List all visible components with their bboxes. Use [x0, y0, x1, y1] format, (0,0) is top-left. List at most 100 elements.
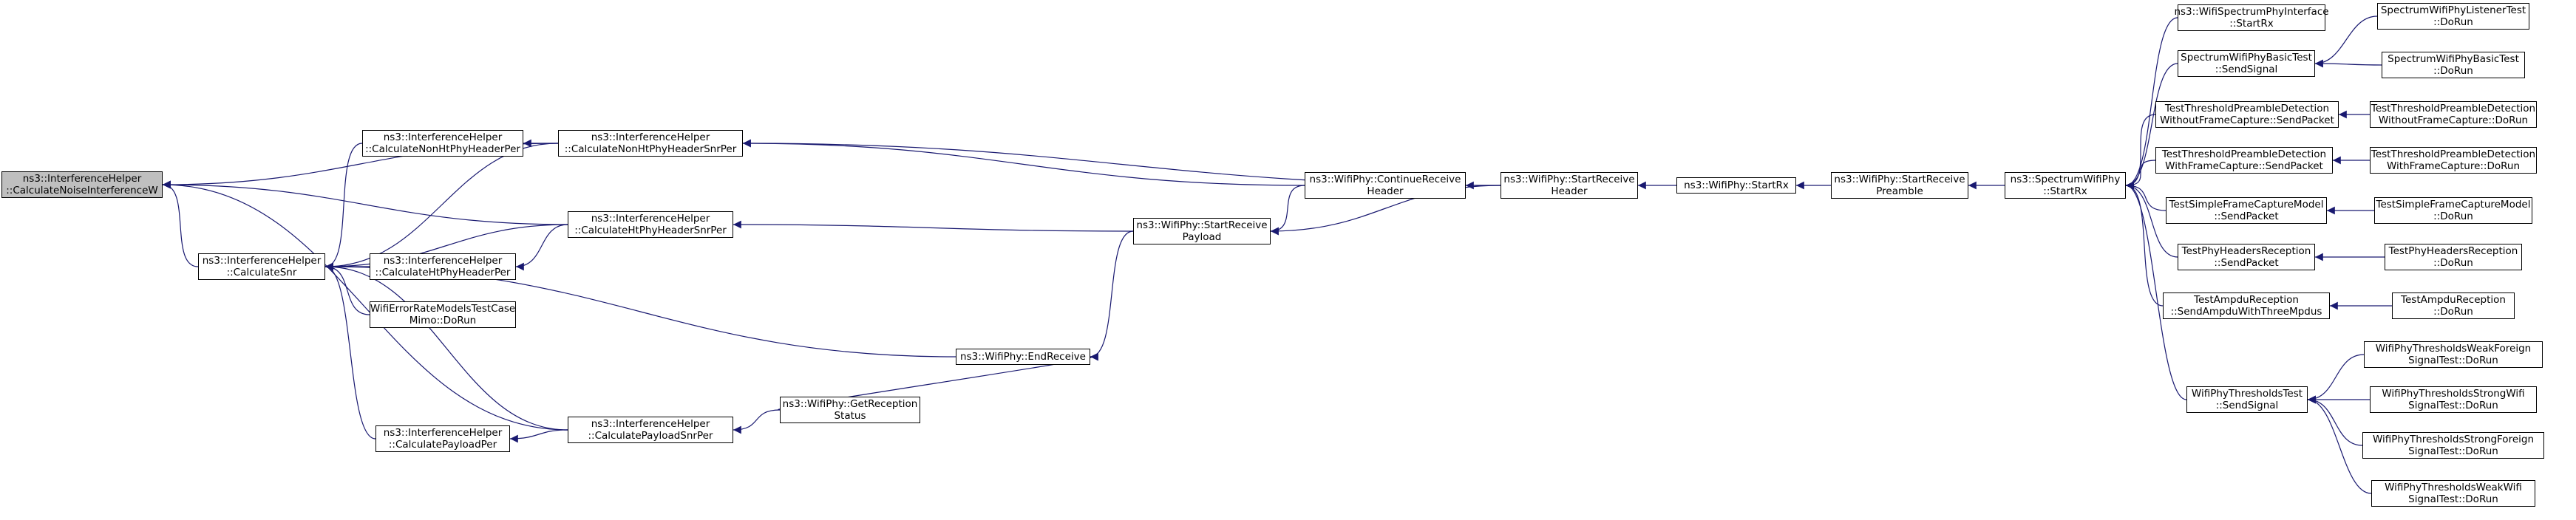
node-thresholds-test-send-signal[interactable]: WifiPhyThresholdsTest ::SendSignal: [2186, 386, 2308, 413]
node-label-line-1: WifiErrorRateModelsTestCase: [370, 303, 516, 315]
node-preamble-detection-without-capture-dorun[interactable]: TestThresholdPreambleDetection WithoutFr…: [2370, 101, 2537, 128]
node-preamble-detection-with-capture-send[interactable]: TestThresholdPreambleDetection WithFrame…: [2155, 147, 2333, 174]
node-label-line-2: ::CalculateHtPhyHeaderPer: [375, 267, 511, 278]
node-label-line-2: ::StartRx: [2229, 18, 2274, 30]
node-calculate-snr[interactable]: ns3::InterferenceHelper ::CalculateSnr: [198, 253, 325, 280]
edge-n26-to-n18: [2314, 59, 2382, 68]
node-label-line-2: ::SendPacket: [2214, 257, 2279, 269]
node-label-line-1: TestSimpleFrameCaptureModel: [2376, 199, 2531, 211]
edge-n8-to-n7: [509, 429, 568, 443]
edge-n2-to-n1: [324, 143, 363, 271]
node-label-line-2: Payload: [1182, 231, 1222, 243]
edge-n10-to-n8: [733, 409, 781, 434]
node-simple-frame-capture-send[interactable]: TestSimpleFrameCaptureModel ::SendPacket: [2166, 197, 2327, 224]
node-label-line-1: WifiPhyThresholdsStrongForeign: [2372, 434, 2535, 445]
node-start-receive-payload[interactable]: ns3::WifiPhy::StartReceive Payload: [1133, 218, 1271, 244]
node-continue-receive-header[interactable]: ns3::WifiPhy::ContinueReceive Header: [1305, 172, 1466, 199]
edge-n8-to-n1: [324, 262, 568, 431]
node-label-line-2: ::CalculateSnr: [226, 267, 297, 278]
node-label-line-2: ::DoRun: [2433, 65, 2473, 77]
node-label-line-2: Status: [834, 410, 866, 422]
node-label-line-2: SignalTest::DoRun: [2408, 400, 2498, 411]
node-spectrum-listener-test-dorun[interactable]: SpectrumWifiPhyListenerTest ::DoRun: [2377, 3, 2529, 30]
node-strong-foreign-signal-dorun[interactable]: WifiPhyThresholdsStrongForeign SignalTes…: [2362, 432, 2544, 459]
node-label-line-2: ::SendSignal: [2215, 64, 2278, 75]
node-spectrum-basic-test-dorun[interactable]: SpectrumWifiPhyBasicTest ::DoRun: [2382, 52, 2525, 78]
node-calculate-noise-interference-w: ns3::InterferenceHelper ::CalculateNoise…: [1, 171, 163, 198]
node-spectrum-basic-test-send-signal[interactable]: SpectrumWifiPhyBasicTest ::SendSignal: [2178, 50, 2315, 77]
node-label-line-1: ns3::WifiPhy::StartReceive: [1136, 219, 1268, 231]
node-label-line-1: ns3::InterferenceHelper: [383, 131, 503, 143]
node-label-line-2: ::DoRun: [2433, 16, 2473, 28]
edge-n6-to-n1: [324, 262, 370, 315]
node-calculate-ht-phy-header-per[interactable]: ns3::InterferenceHelper ::CalculateHtPhy…: [370, 253, 516, 280]
node-label-line-2: WithFrameCapture::SendPacket: [2165, 160, 2323, 172]
node-preamble-detection-with-capture-dorun[interactable]: TestThresholdPreambleDetection WithFrame…: [2370, 147, 2537, 174]
node-label-line-1: ns3::SpectrumWifiPhy: [2010, 174, 2121, 185]
edge-n23-to-n16: [2125, 181, 2164, 307]
node-label-line-1: ns3::InterferenceHelper: [591, 131, 710, 143]
node-label-line-1: ns3::InterferenceHelper: [383, 427, 503, 439]
node-label-line-1: TestAmpduReception: [2401, 294, 2506, 306]
node-label-line-2: ::DoRun: [2433, 306, 2473, 318]
node-label-line-2: ::CalculateNonHtPhyHeaderSnrPer: [564, 143, 737, 155]
node-label-line-2: Mimo::DoRun: [409, 315, 477, 326]
node-label-line-1: TestThresholdPreambleDetection: [2161, 148, 2327, 160]
node-ampdu-reception-dorun[interactable]: TestAmpduReception ::DoRun: [2392, 292, 2515, 319]
node-spectrum-phy-interface-startrx[interactable]: ns3::WifiSpectrumPhyInterface ::StartRx: [2174, 4, 2329, 31]
node-label-line-1: TestThresholdPreambleDetection: [2371, 103, 2536, 114]
node-label-line-2: WithoutFrameCapture::SendPacket: [2160, 114, 2334, 126]
node-calculate-non-ht-phy-header-per[interactable]: ns3::InterferenceHelper ::CalculateNonHt…: [362, 130, 523, 157]
node-label-line-1: ns3::WifiPhy::EndReceive: [960, 351, 1086, 363]
node-label-line-1: TestPhyHeadersReception: [2181, 245, 2311, 257]
node-label-line-2: WithFrameCapture::DoRun: [2386, 160, 2521, 172]
node-label-line-1: ns3::InterferenceHelper: [22, 173, 142, 185]
node-phy-headers-reception-dorun[interactable]: TestPhyHeadersReception ::DoRun: [2385, 244, 2522, 270]
node-spectrum-wifiphy-startrx[interactable]: ns3::SpectrumWifiPhy ::StartRx: [2005, 172, 2126, 199]
edge-n12-to-n3: [742, 139, 1305, 186]
node-end-receive[interactable]: ns3::WifiPhy::EndReceive: [956, 349, 1090, 365]
node-start-receive-header[interactable]: ns3::WifiPhy::StartReceive Header: [1501, 172, 1638, 199]
node-simple-frame-capture-dorun[interactable]: TestSimpleFrameCaptureModel ::DoRun: [2374, 197, 2532, 224]
node-label-line-1: ns3::InterferenceHelper: [591, 213, 710, 225]
edge-n11-to-n9: [1090, 230, 1134, 361]
node-calculate-non-ht-phy-header-snr-per[interactable]: ns3::InterferenceHelper ::CalculateNonHt…: [558, 130, 743, 157]
node-label-line-1: ns3::WifiPhy::StartReceive: [1834, 174, 1965, 185]
node-calculate-payload-per[interactable]: ns3::InterferenceHelper ::CalculatePaylo…: [375, 425, 510, 452]
node-label-line-2: ::StartRx: [2043, 185, 2087, 197]
node-label-line-2: ::CalculateNoiseInterferenceW: [6, 185, 158, 196]
edge-n12-to-n11: [1270, 185, 1305, 236]
node-get-reception-status[interactable]: ns3::WifiPhy::GetReception Status: [780, 397, 920, 423]
node-label-line-1: ns3::WifiPhy::GetReception: [782, 398, 918, 410]
edge-n34-to-n24: [2307, 395, 2363, 446]
edge-n35-to-n24: [2307, 395, 2372, 494]
node-phy-headers-reception-send[interactable]: TestPhyHeadersReception ::SendPacket: [2178, 244, 2315, 270]
node-wifiphy-startrx[interactable]: ns3::WifiPhy::StartRx: [1676, 177, 1796, 194]
node-weak-wifi-signal-dorun[interactable]: WifiPhyThresholdsWeakWifi SignalTest::Do…: [2371, 480, 2535, 507]
node-calculate-payload-snr-per[interactable]: ns3::InterferenceHelper ::CalculatePaylo…: [568, 417, 733, 443]
edge-n25-to-n18: [2314, 16, 2378, 68]
node-start-receive-preamble[interactable]: ns3::WifiPhy::StartReceive Preamble: [1831, 172, 1968, 199]
node-label-line-2: Header: [1367, 185, 1404, 197]
node-calculate-ht-phy-header-snr-per[interactable]: ns3::InterferenceHelper ::CalculateHtPhy…: [568, 211, 733, 238]
node-error-rate-models-mimo-dorun[interactable]: WifiErrorRateModelsTestCase Mimo::DoRun: [370, 301, 516, 328]
node-ampdu-reception-send[interactable]: TestAmpduReception ::SendAmpduWithThreeM…: [2163, 292, 2330, 319]
node-label-line-2: Preamble: [1876, 185, 1923, 197]
node-strong-wifi-signal-dorun[interactable]: WifiPhyThresholdsStrongWifi SignalTest::…: [2370, 386, 2537, 413]
node-label-line-2: SignalTest::DoRun: [2408, 493, 2498, 505]
edge-n32-to-n24: [2307, 354, 2365, 404]
node-label-line-2: ::SendPacket: [2214, 211, 2279, 222]
node-label-line-2: ::CalculateHtPhyHeaderSnrPer: [574, 225, 727, 236]
node-preamble-detection-without-capture-send[interactable]: TestThresholdPreambleDetection WithoutFr…: [2155, 101, 2339, 128]
node-label-line-2: ::SendSignal: [2215, 400, 2279, 411]
node-label-line-1: ns3::WifiPhy::StartRx: [1684, 179, 1789, 191]
edge-n3-to-n1: [324, 143, 559, 271]
node-weak-foreign-signal-dorun[interactable]: WifiPhyThresholdsWeakForeign SignalTest:…: [2364, 341, 2543, 368]
node-label-line-1: WifiPhyThresholdsWeakForeign: [2375, 343, 2532, 355]
edge-n11-to-n4: [733, 220, 1134, 232]
edge-n19-to-n16: [2125, 114, 2156, 190]
edge-n17-to-n16: [2125, 17, 2178, 190]
node-label-line-2: SignalTest::DoRun: [2408, 355, 2498, 366]
node-label-line-1: ns3::WifiSpectrumPhyInterface: [2174, 6, 2329, 18]
